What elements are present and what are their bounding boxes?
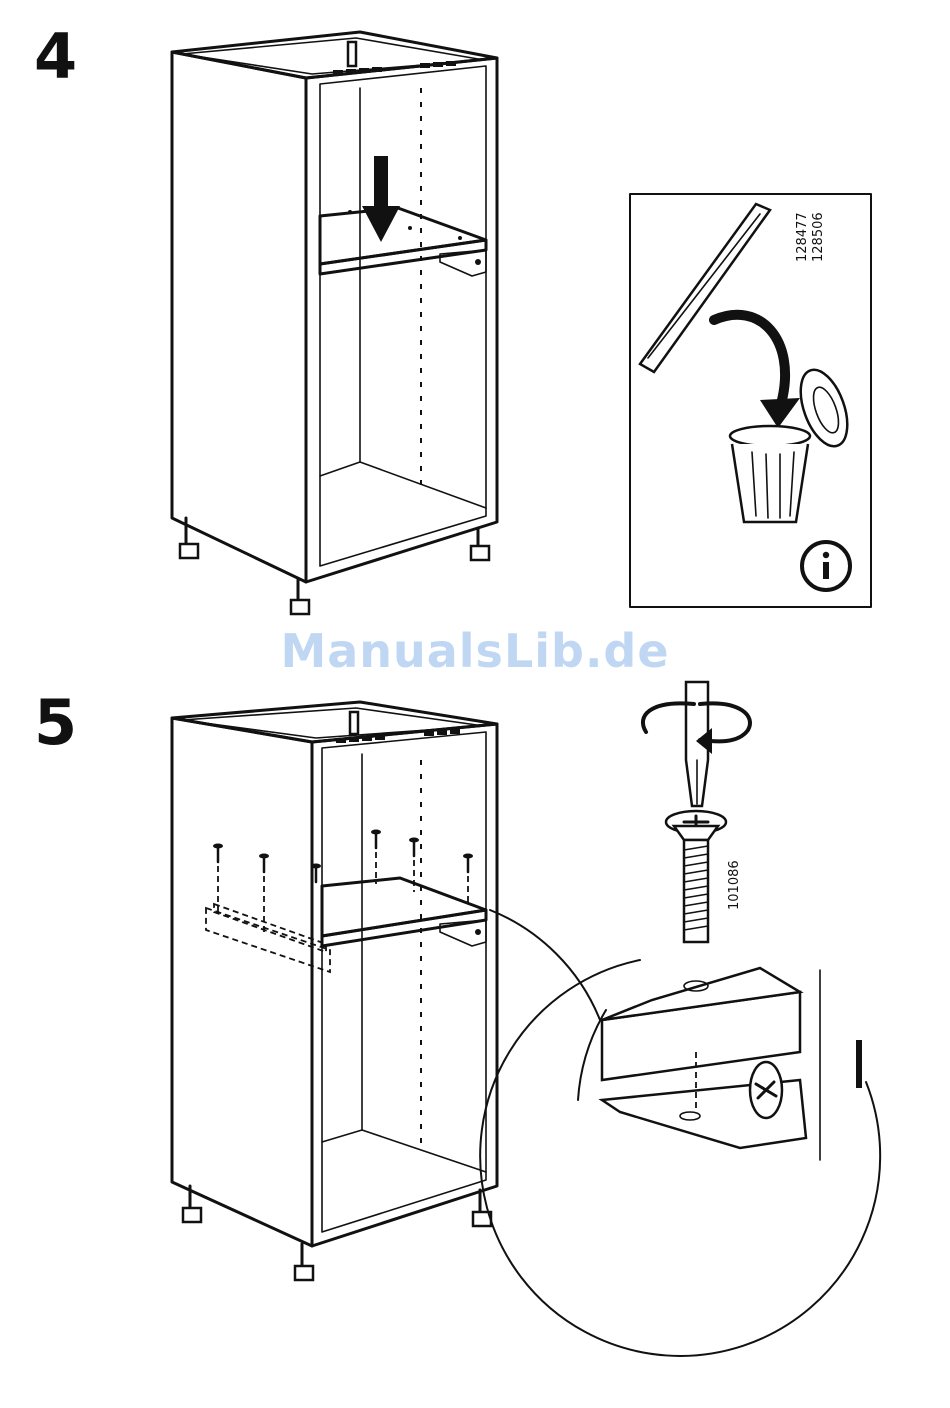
screw-icon [463, 854, 473, 907]
screw-101086-icon [666, 811, 726, 942]
info-box: 128477 128506 [630, 194, 871, 607]
cabinet-step5 [172, 702, 497, 1280]
cabinet-legs-step5 [183, 1186, 491, 1280]
shelf-step5 [322, 878, 486, 946]
screwdriver-icon [643, 682, 750, 806]
part-code-101086: 101086 [727, 860, 742, 910]
shelf-step4 [320, 208, 486, 276]
part-code-128477: 128477 [795, 212, 810, 262]
cabinet-step4 [172, 32, 497, 614]
cabinet-legs-step4 [180, 518, 489, 614]
info-icon [802, 542, 850, 590]
screw-icon [371, 830, 381, 885]
detail-magnifier [480, 910, 880, 1356]
curved-arrow-icon [714, 315, 785, 400]
screw-icon [259, 854, 269, 937]
trash-can-icon [730, 364, 856, 522]
part-code-128506: 128506 [811, 212, 826, 262]
protective-strip [640, 204, 770, 372]
screw-icon [213, 844, 223, 913]
cam-fitting-icon [750, 1062, 782, 1118]
